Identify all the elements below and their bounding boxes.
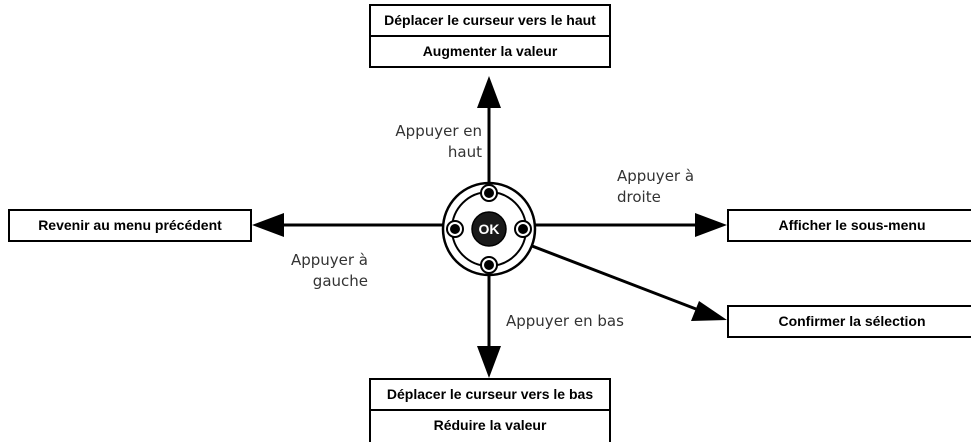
label-up: Appuyer en haut [372, 121, 482, 163]
box-up-line1: Déplacer le curseur vers le haut [384, 12, 596, 28]
ok-button-label: OK [479, 221, 500, 237]
arrowhead-ok [691, 301, 727, 321]
dial-right-nub[interactable] [514, 220, 532, 238]
arrowhead-down [477, 346, 501, 378]
dial-up-nub[interactable] [480, 184, 498, 202]
label-left-line1: Appuyer à [290, 251, 368, 269]
box-down-line1: Déplacer le curseur vers le bas [386, 386, 594, 402]
arrowhead-left [252, 213, 284, 237]
box-ok-text: Confirmer la sélection [778, 313, 926, 329]
label-right-line1: Appuyer à [617, 167, 695, 185]
box-down: Déplacer le curseur vers le bas Réduire … [369, 378, 611, 442]
label-right: Appuyer à droite [617, 166, 694, 208]
arrowhead-right [695, 213, 727, 237]
dial-down-nub[interactable] [480, 256, 498, 274]
label-down: Appuyer en bas [506, 311, 624, 332]
label-left-line2: gauche [312, 272, 368, 290]
label-left: Appuyer à gauche [258, 250, 368, 292]
arrowhead-up [477, 76, 501, 108]
label-up-line2: haut [447, 143, 482, 161]
box-right-text: Afficher le sous-menu [778, 217, 926, 233]
dial-left-nub[interactable] [446, 220, 464, 238]
box-ok: Confirmer la sélection [727, 305, 971, 338]
label-up-line1: Appuyer en [395, 122, 482, 140]
multi-selector-dial[interactable]: OK [441, 181, 537, 277]
box-up: Déplacer le curseur vers le haut Augment… [369, 4, 611, 68]
box-up-line2: Augmenter la valeur [371, 35, 609, 66]
box-right: Afficher le sous-menu [727, 209, 971, 242]
box-down-line2: Réduire la valeur [371, 409, 609, 440]
label-down-text: Appuyer en bas [506, 312, 624, 330]
ok-button[interactable]: OK [471, 211, 507, 247]
box-left: Revenir au menu précédent [8, 209, 252, 242]
label-right-line2: droite [617, 188, 661, 206]
box-left-text: Revenir au menu précédent [38, 217, 222, 233]
